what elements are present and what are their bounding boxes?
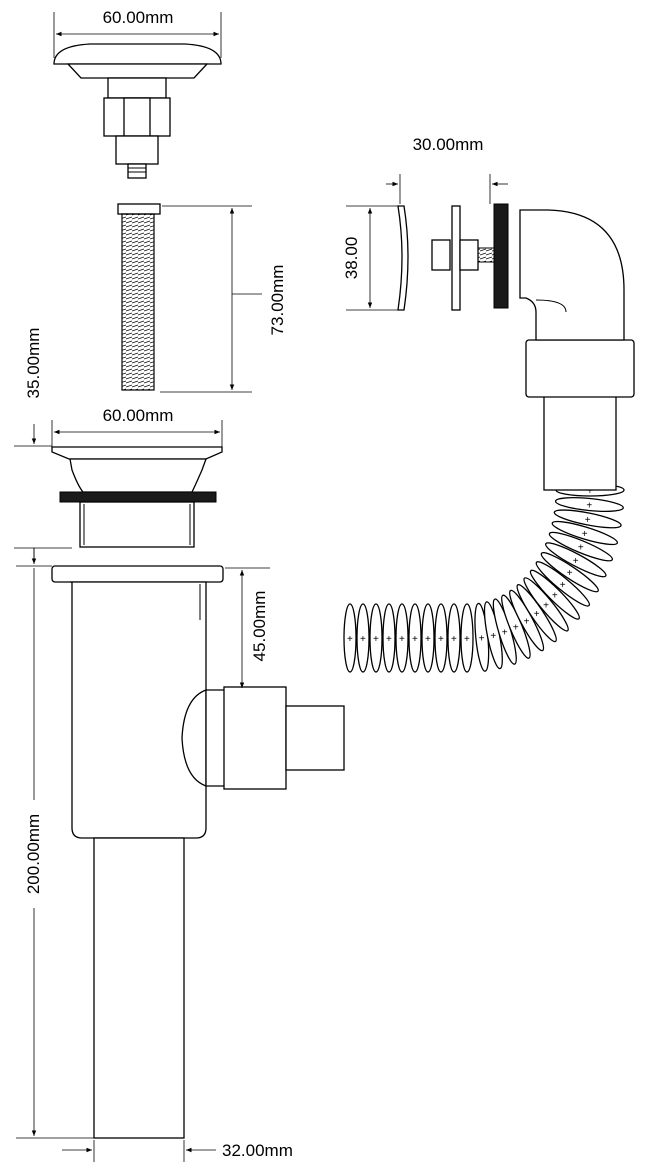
hose-rib-mark: + [543,600,549,611]
hose-upper-tube [525,339,635,491]
hose-rib [343,603,357,673]
flange-width-label: 60.00mm [103,406,174,425]
hose-rib [356,603,370,673]
hose-rib-mark: + [534,609,540,620]
hose-rib [369,603,383,673]
hose-rib [529,569,580,620]
hose-rib-mark: + [587,486,593,497]
hose-rib [516,584,557,643]
hose-rib-mark: + [567,568,573,579]
hose-rib-mark: + [502,628,508,639]
hose-rib-mark: + [386,634,392,645]
drain-cap [53,43,222,179]
hose-rib-mark: + [513,623,519,634]
overflow-offset-label: 30.00mm [413,135,484,154]
hose-rib [548,531,614,562]
overflow-elbow [493,203,625,341]
hose-rib [553,509,622,529]
hose-rib-mark: + [412,634,418,645]
hose-rib [447,603,461,673]
hose-rib-mark: + [490,631,496,642]
hose-rib-mark: + [552,591,558,602]
hose-rib [421,603,435,673]
hose-rib-mark: + [524,617,530,628]
hose-rib-mark: + [399,634,405,645]
hose-rib-mark: + [586,501,592,512]
hose-rib-mark: + [464,634,470,645]
cap-width-label: 60.00mm [103,8,174,27]
total-height-dimension: 200.00mm [16,548,94,1139]
overflow-height-label: 38.00 [342,237,361,280]
hose-rib-mark: + [373,634,379,645]
outlet-diameter-label: 32.00mm [222,1141,293,1160]
hose-rib [395,603,409,673]
bolt-length-dimension: 73.00mm [160,205,287,393]
flange-height-dimension: 35.00mm [14,328,72,560]
siphon-body [51,565,224,1139]
total-height-label: 200.00mm [24,814,43,894]
hose-rib-mark: + [347,634,353,645]
hose-rib-mark: + [425,634,431,645]
flange-height-label: 35.00mm [24,328,43,399]
hose-rib [551,520,619,546]
flexible-hose: ++++++++++++++++++++++++++ [343,483,625,673]
overflow-height-dimension: 38.00 [342,205,398,311]
hose-rib-mark: + [578,543,584,554]
hose-rib-mark: + [582,529,588,540]
hose-rib [382,603,396,673]
bolt-length-label: 73.00mm [268,265,287,336]
inlet-height-label: 45.00mm [250,591,269,662]
hose-rib [554,497,624,512]
hose-rib [523,577,569,632]
hose-rib [408,603,422,673]
hose-rib [540,552,599,593]
outlet-diameter-dimension: 32.00mm [62,1140,293,1162]
hose-rib-mark: + [438,634,444,645]
hose-rib [460,603,474,673]
hose-rib-mark: + [479,633,485,644]
overflow-cover [397,205,495,311]
hose-rib-mark: + [360,634,366,645]
hose-rib-mark: + [585,515,591,526]
hose-rib-mark: + [451,634,457,645]
hose-rib-mark: + [573,556,579,567]
inlet-height-dimension: 45.00mm [225,567,270,688]
flange-width-dimension: 60.00mm [51,406,223,447]
drain-flange [51,446,223,548]
hose-rib [535,561,590,607]
hose-rib-mark: + [560,580,566,591]
cap-width-dimension: 60.00mm [53,8,222,58]
hose-rib [434,603,448,673]
overflow-offset-dimension: 30.00mm [386,135,508,204]
threaded-bolt [117,203,161,391]
hose-rib [545,542,607,578]
inlet-connector [181,686,345,790]
